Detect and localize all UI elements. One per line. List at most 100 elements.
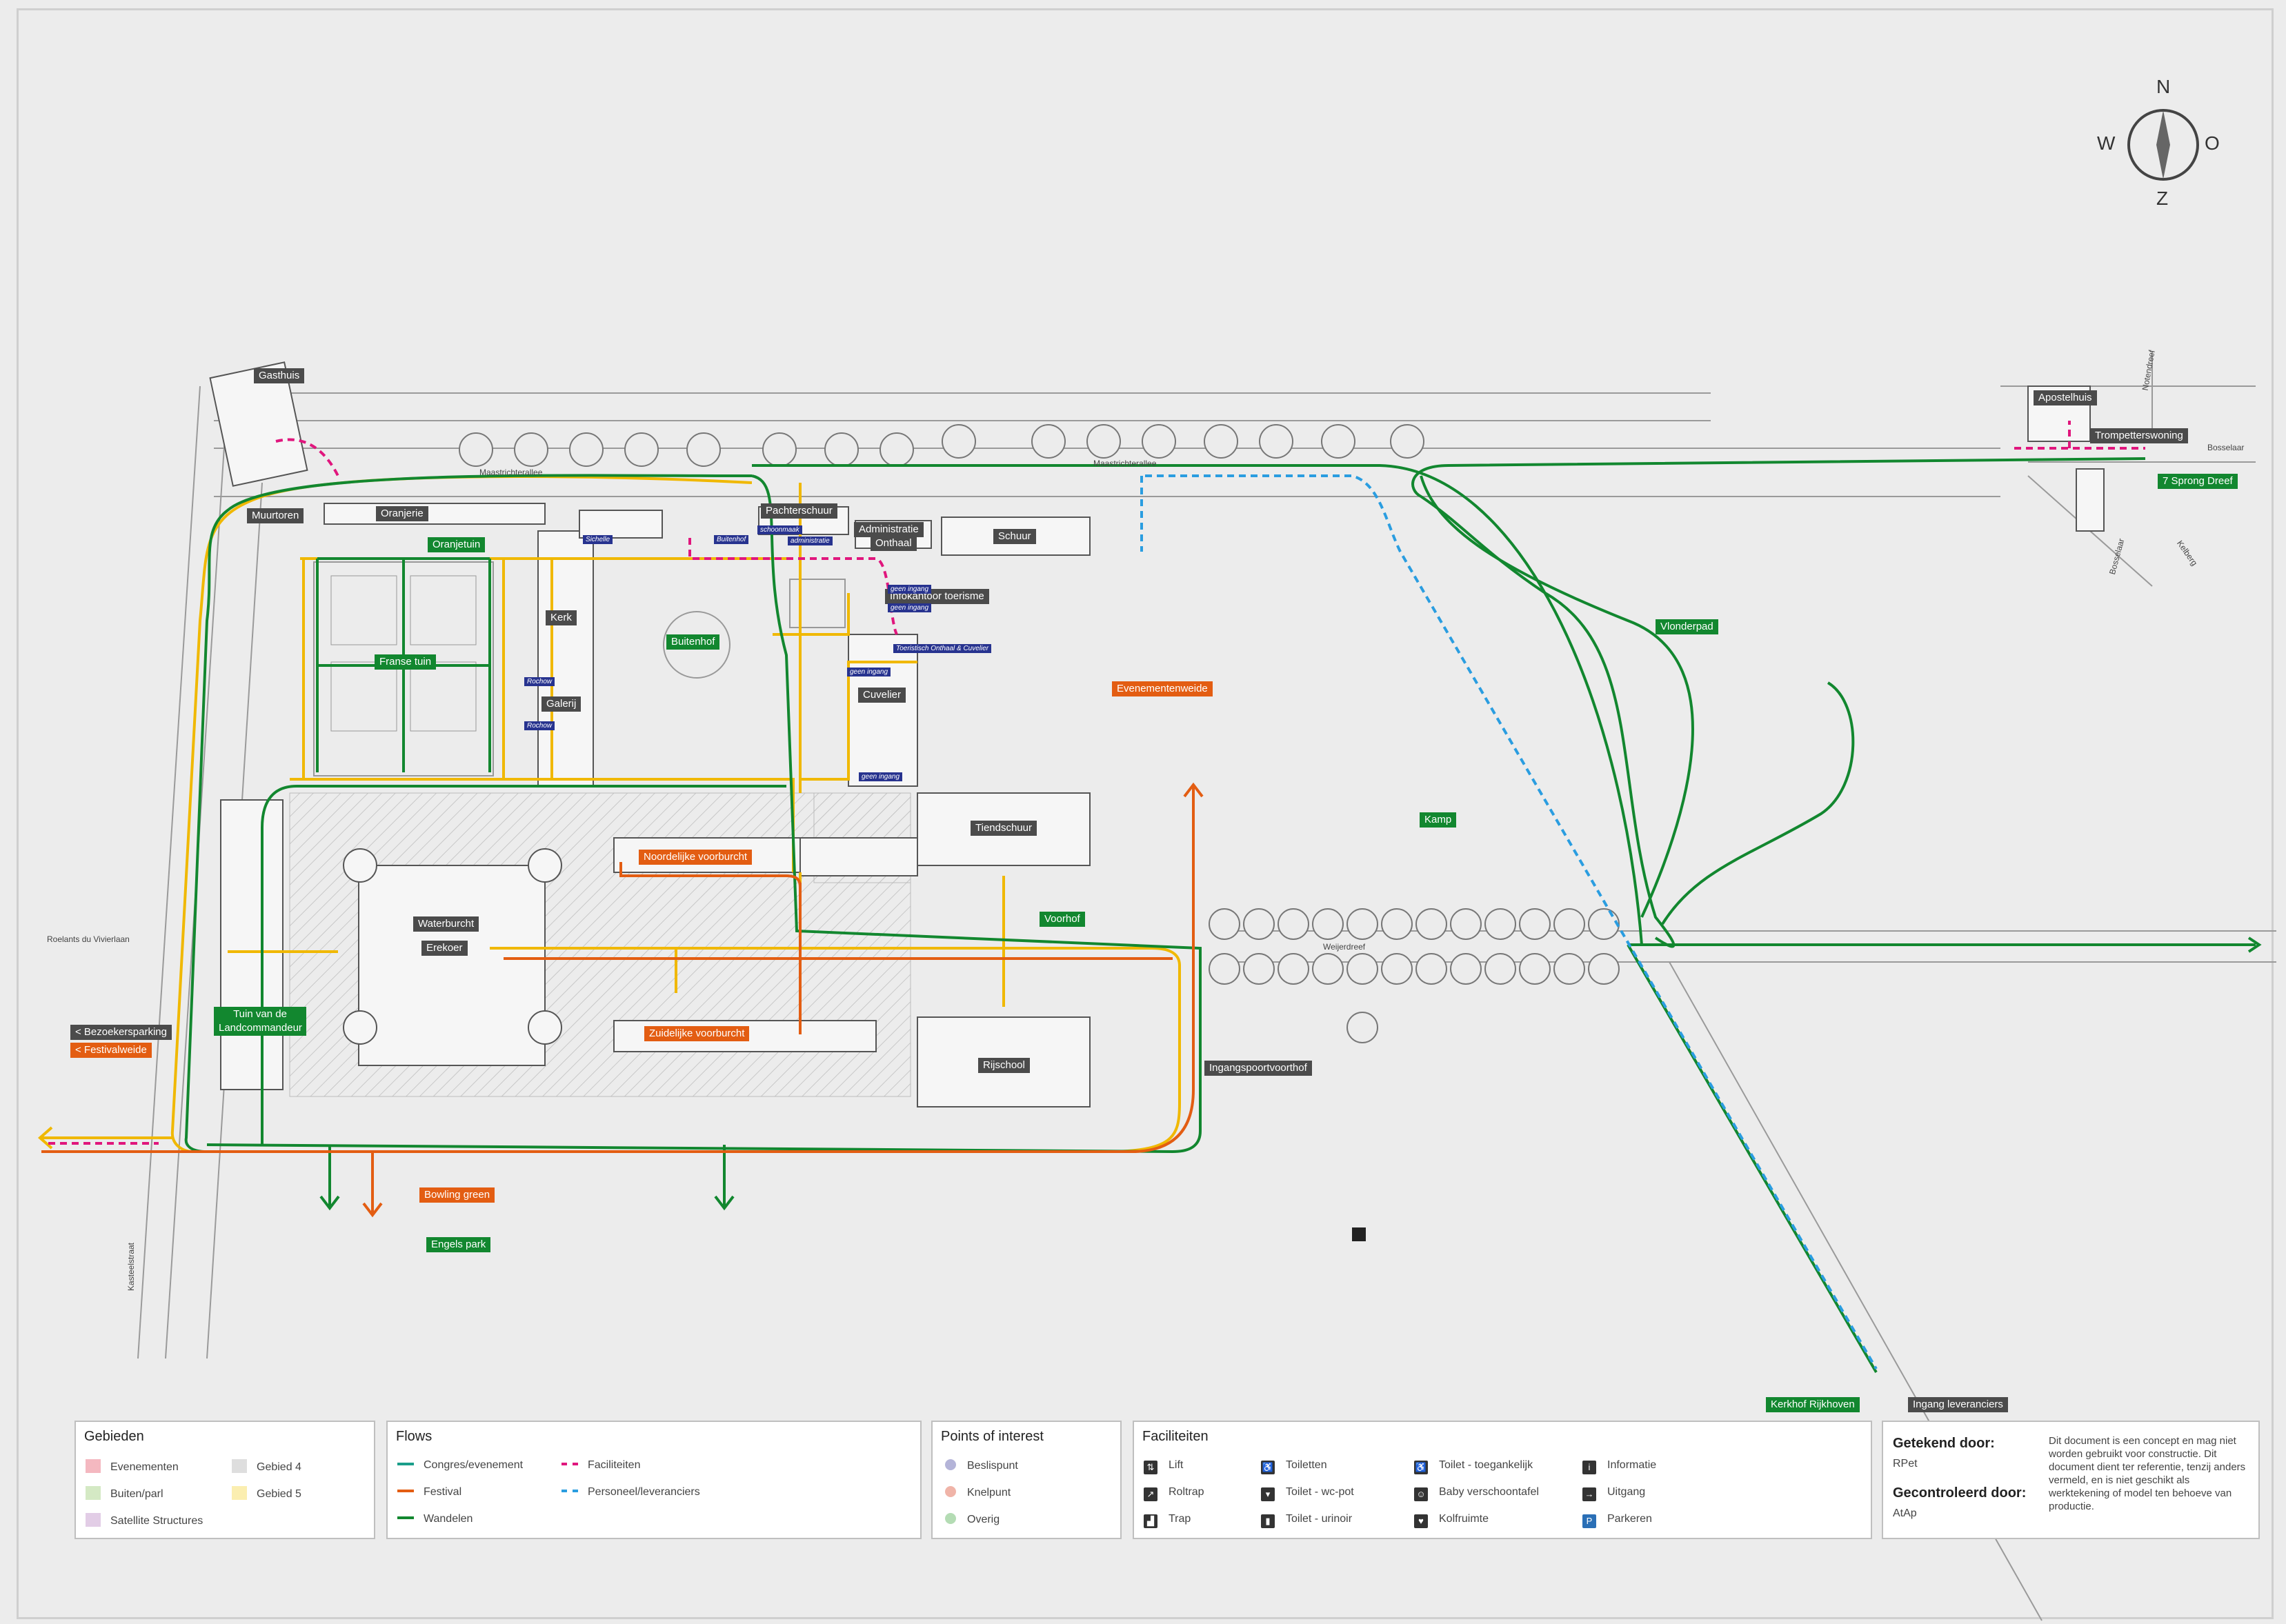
dot	[945, 1459, 956, 1470]
legend-item-wandelen: Wandelen	[397, 1513, 473, 1525]
legend-item-personeel: Personeel/leveranciers	[561, 1486, 700, 1498]
legend-item-lift: ⇅Lift	[1144, 1459, 1183, 1474]
wc-icon: ▾	[1261, 1487, 1275, 1501]
label-7-sprong-dreef[interactable]: 7 Sprong Dreef	[2158, 474, 2238, 489]
legend-item-overig: Overig	[945, 1513, 1000, 1526]
dot	[945, 1486, 956, 1497]
label-bowling-green[interactable]: Bowling green	[419, 1187, 495, 1203]
legend-label: Roltrap	[1169, 1486, 1204, 1498]
legend-item-uitgang: →Uitgang	[1582, 1486, 1645, 1501]
label-waterburcht[interactable]: Waterburcht	[413, 916, 479, 932]
small-label-rochow-2: Rochow	[524, 721, 555, 730]
legend-faciliteiten-title: Faciliteiten	[1142, 1429, 1209, 1444]
gecontroleerd-door-value: AtAp	[1893, 1507, 1917, 1519]
label-evenementenweide[interactable]: Evenementenweide	[1112, 681, 1213, 696]
small-label-buitenhof: Buitenhof	[714, 535, 749, 544]
label-engels-park[interactable]: Engels park	[426, 1237, 491, 1252]
street-maastrichterallee-1: Maastrichterallee	[479, 468, 543, 477]
legend-label: Beslispunt	[967, 1460, 1018, 1472]
legend-item-gebied-4: Gebied 4	[232, 1459, 301, 1474]
legend-poi-title: Points of interest	[941, 1429, 1044, 1444]
label-tuin-van-de-landcommandeur[interactable]: Tuin van de Landcommandeur	[214, 1007, 306, 1036]
label-buitenhof[interactable]: Buitenhof	[666, 634, 720, 650]
legend-item-trap: ▟Trap	[1144, 1513, 1191, 1528]
legend-flows-title: Flows	[396, 1429, 433, 1444]
legend-label: Festival	[424, 1486, 462, 1498]
legend-label: Toiletten	[1286, 1459, 1327, 1471]
compass-east: O	[2205, 132, 2220, 154]
label-pachterschuur[interactable]: Pachterschuur	[761, 503, 837, 519]
legend-flows: Flows Congres/evenement Faciliteiten Fes…	[386, 1421, 922, 1539]
label-kamp[interactable]: Kamp	[1420, 812, 1457, 828]
label-voorhof[interactable]: Voorhof	[1040, 912, 1085, 927]
label-kerk[interactable]: Kerk	[546, 610, 577, 625]
legend-item-beslispunt: Beslispunt	[945, 1459, 1018, 1472]
label-oranjerie[interactable]: Oranjerie	[376, 506, 428, 521]
legend-label: Toilet - toegankelijk	[1439, 1459, 1533, 1471]
legend-item-toiletten: ♿ Toiletten	[1261, 1459, 1327, 1474]
street-bosselaar-1: Bosselaar	[2207, 443, 2245, 452]
label-gasthuis[interactable]: Gasthuis	[254, 368, 305, 383]
label-muurtoren[interactable]: Muurtoren	[247, 508, 304, 523]
legend-label: Toilet - wc-pot	[1286, 1486, 1354, 1498]
legend-label: Lift	[1169, 1459, 1184, 1471]
label-franse-tuin[interactable]: Franse tuin	[375, 654, 437, 670]
label-schuur[interactable]: Schuur	[993, 529, 1036, 544]
swatch	[86, 1459, 101, 1473]
swatch	[86, 1513, 101, 1527]
trees	[459, 424, 1620, 1043]
label-festivalweide[interactable]: < Festivalweide	[70, 1043, 152, 1058]
swatch	[232, 1459, 247, 1473]
exit-icon: →	[1582, 1487, 1596, 1501]
legend-gebieden-title: Gebieden	[84, 1429, 144, 1444]
label-onthaal[interactable]: Onthaal	[871, 536, 917, 551]
legend-label: Informatie	[1607, 1459, 1657, 1471]
gecontroleerd-door-label: Gecontroleerd door:	[1893, 1485, 2027, 1501]
label-apostelhuis[interactable]: Apostelhuis	[2034, 390, 2097, 405]
legend-item-faciliteiten-flow: Faciliteiten	[561, 1459, 640, 1472]
legend-item-toilet-toegankelijk: ♿Toilet - toegankelijk	[1414, 1459, 1533, 1474]
line-swatch	[397, 1463, 414, 1465]
legend-item-toilet-wc-pot: ▾ Toilet - wc-pot	[1261, 1486, 1354, 1501]
line-swatch	[561, 1463, 578, 1465]
line-swatch	[397, 1490, 414, 1492]
legend-label: Kolfruimte	[1439, 1513, 1489, 1525]
label-oranjetuin[interactable]: Oranjetuin	[428, 537, 486, 552]
label-noordelijke-voorburcht[interactable]: Noordelijke voorburcht	[639, 850, 753, 865]
small-label-geen-ingang-2: geen ingang	[888, 603, 932, 612]
legend-label: Overig	[967, 1514, 1000, 1525]
label-ingangspoortvoorthof[interactable]: Ingangspoortvoorthof	[1204, 1061, 1312, 1076]
label-cuvelier[interactable]: Cuvelier	[858, 688, 906, 703]
parking-marker-icon	[1352, 1227, 1366, 1241]
label-bezoekersparking[interactable]: < Bezoekersparking	[70, 1025, 172, 1040]
street-kasteelstraat: Kasteelstraat	[126, 1242, 137, 1292]
label-galerij[interactable]: Galerij	[541, 696, 582, 712]
label-kerkhof-rijkhoven[interactable]: Kerkhof Rijkhoven	[1766, 1397, 1860, 1412]
legend-signoff: Getekend door: RPet Gecontroleerd door: …	[1882, 1421, 2260, 1539]
legend-item-roltrap: ↗Roltrap	[1144, 1486, 1204, 1501]
label-administratie[interactable]: Administratie	[854, 522, 924, 537]
toilet-icon: ♿	[1261, 1461, 1275, 1474]
legend-item-toilet-urinoir: ▮Toilet - urinoir	[1261, 1513, 1352, 1528]
street-roelants-du-vivierlaan: Roelants du Vivierlaan	[47, 934, 130, 944]
legend-label: Gebied 4	[257, 1461, 301, 1473]
label-tiendschuur[interactable]: Tiendschuur	[971, 821, 1037, 836]
legend-item-congres: Congres/evenement	[397, 1459, 523, 1472]
legend-label: Knelpunt	[967, 1487, 1011, 1498]
getekend-door-value: RPet	[1893, 1458, 1918, 1470]
street-weijerdreef: Weijerdreef	[1323, 942, 1366, 952]
compass	[2127, 109, 2199, 181]
legend-item-satellite: Satellite Structures	[86, 1513, 203, 1527]
compass-north: N	[2156, 76, 2171, 97]
label-erekoer[interactable]: Erekoer	[421, 941, 468, 956]
label-zuidelijke-voorburcht[interactable]: Zuidelijke voorburcht	[644, 1026, 750, 1041]
label-rijschool[interactable]: Rijschool	[978, 1058, 1030, 1073]
label-trompetterswoning[interactable]: Trompetterswoning	[2090, 428, 2188, 443]
label-vlonderpad[interactable]: Vlonderpad	[1656, 619, 1718, 634]
label-ingang-leveranciers[interactable]: Ingang leveranciers	[1908, 1397, 2008, 1412]
line-swatch	[561, 1490, 578, 1492]
compass-west: W	[2097, 132, 2116, 154]
small-label-toeristisch: Toeristisch Onthaal & Cuvelier	[893, 644, 992, 653]
